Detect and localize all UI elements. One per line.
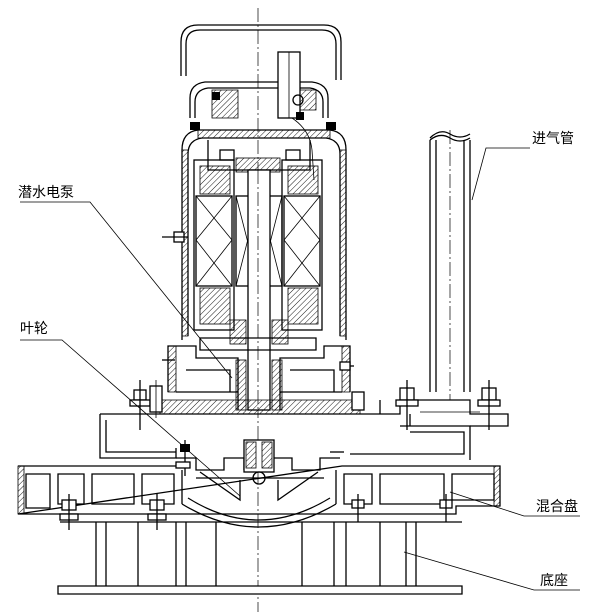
bolt-left [129,380,163,430]
motor-housing [162,117,347,411]
label-submersible-pump: 潜水电泵 [18,185,74,201]
base-stand [57,521,463,595]
label-base: 底座 [540,573,568,589]
impeller-assembly [175,439,344,528]
mounting-flange [99,380,509,459]
label-air-inlet-pipe: 进气管 [532,131,574,147]
mixing-plate [17,465,501,530]
label-impeller: 叶轮 [20,321,48,337]
leader-lines [20,147,580,591]
bolt-right [351,380,501,430]
air-inlet-pipe [350,130,480,460]
pump-seal-chamber [162,345,354,411]
motor-top-cover [189,51,329,120]
lifting-handle [180,24,342,80]
label-mixing-plate: 混合盘 [536,499,578,515]
